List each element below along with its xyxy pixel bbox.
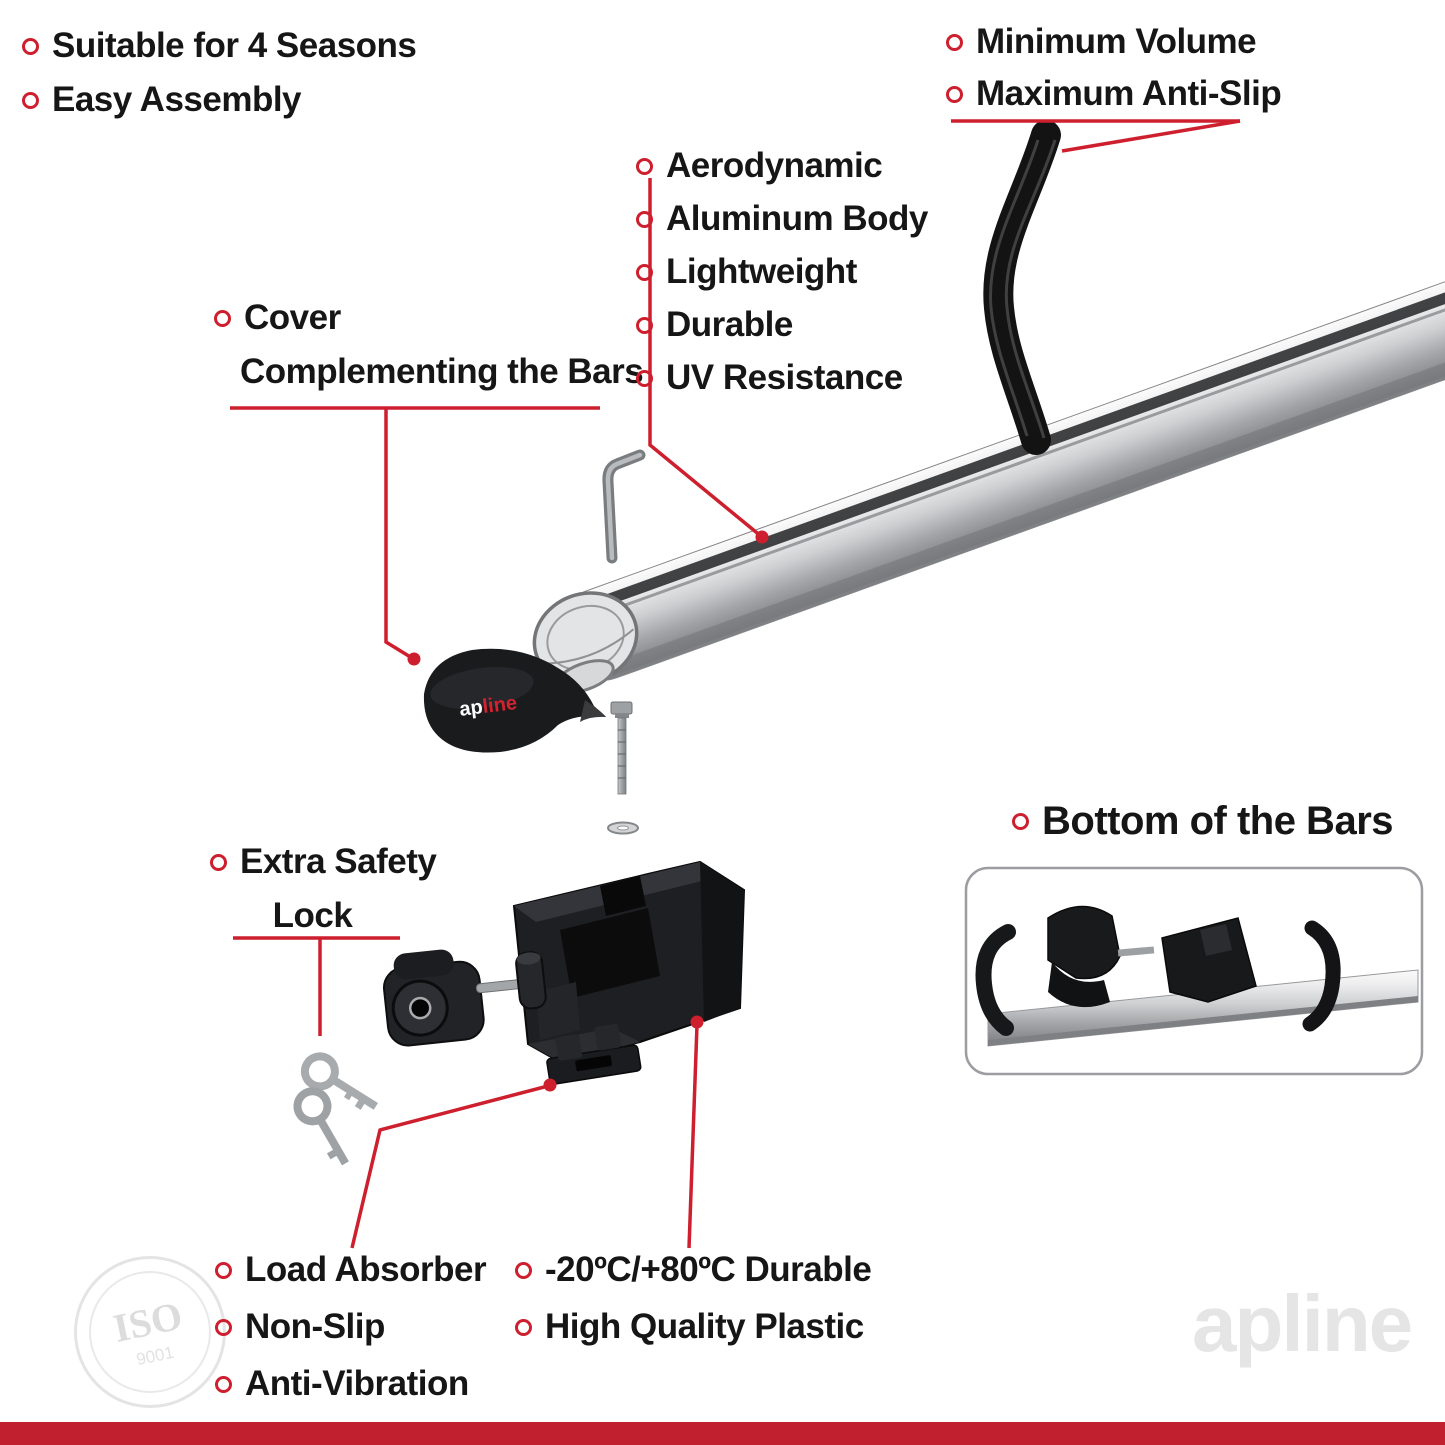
iso-stamp-inner: ISO 9001 bbox=[77, 1259, 223, 1405]
label-cover-text: Cover bbox=[244, 298, 341, 337]
label-cover: Cover bbox=[214, 298, 341, 338]
bullet-icon bbox=[636, 157, 653, 175]
brand-watermark: apline bbox=[1192, 1279, 1413, 1368]
label-plastic: High Quality Plastic bbox=[515, 1307, 864, 1347]
label-cover-line2: Complementing the Bars bbox=[240, 352, 644, 391]
label-load-absorber: Load Absorber bbox=[215, 1250, 487, 1290]
bullet-icon bbox=[636, 316, 653, 334]
bullet-icon bbox=[22, 37, 39, 55]
label-nonslip-text: Non-Slip bbox=[245, 1307, 385, 1346]
keyhole bbox=[408, 996, 432, 1020]
label-feature-text: UV Resistance bbox=[666, 358, 903, 397]
iso-label: ISO bbox=[109, 1292, 187, 1351]
label-max-antislip: Maximum Anti-Slip bbox=[946, 74, 1282, 114]
washer bbox=[607, 821, 639, 835]
bullet-icon bbox=[946, 33, 963, 51]
label-feature-text: Durable bbox=[666, 305, 793, 344]
cover-logo-ap: ap bbox=[458, 696, 484, 721]
cover-cap: apline bbox=[423, 648, 606, 753]
label-easy-assembly: Easy Assembly bbox=[22, 80, 302, 120]
callout-temp-pointer bbox=[687, 1024, 699, 1249]
callout-cover-stem bbox=[384, 408, 413, 660]
label-feature-text: Lightweight bbox=[666, 252, 857, 291]
label-load-absorber-text: Load Absorber bbox=[245, 1250, 487, 1289]
safety-lock bbox=[382, 949, 547, 1047]
label-feature-text: Aerodynamic bbox=[666, 146, 883, 185]
bar-rubber-channel bbox=[586, 258, 1445, 611]
bullet-icon bbox=[946, 85, 963, 103]
label-antivibration-text: Anti-Vibration bbox=[245, 1364, 469, 1403]
label-min-volume-text: Minimum Volume bbox=[976, 22, 1257, 61]
keys bbox=[293, 1052, 378, 1166]
bottom-bars-inset bbox=[964, 866, 1424, 1076]
label-feature-text: Aluminum Body bbox=[666, 199, 928, 238]
label-feature-uv: UV Resistance bbox=[636, 358, 903, 398]
callout-load-pointer bbox=[350, 1084, 549, 1249]
label-easy-assembly-text: Easy Assembly bbox=[52, 80, 302, 119]
label-nonslip: Non-Slip bbox=[215, 1307, 385, 1347]
rubber-strip bbox=[983, 120, 1061, 455]
label-feature-durable: Durable bbox=[636, 305, 793, 345]
label-antivibration: Anti-Vibration bbox=[215, 1364, 469, 1404]
bullet-icon bbox=[636, 369, 653, 387]
label-suitable: Suitable for 4 Seasons bbox=[22, 26, 417, 66]
label-temperature-text: -20ºC/+80ºC Durable bbox=[545, 1250, 872, 1289]
bullet-icon bbox=[515, 1261, 532, 1279]
bullet-icon bbox=[1012, 812, 1029, 830]
bullet-icon bbox=[636, 210, 653, 228]
bullet-icon bbox=[515, 1318, 532, 1336]
bolt bbox=[610, 701, 633, 795]
bullet-icon bbox=[22, 91, 39, 109]
bullet-icon bbox=[214, 309, 231, 327]
roof-bar bbox=[532, 258, 1445, 694]
footer-red-bar bbox=[0, 1422, 1445, 1445]
cover-logo: apline bbox=[458, 692, 518, 721]
load-absorber bbox=[546, 1023, 642, 1085]
callout-antislip-pointer bbox=[1061, 119, 1241, 153]
callout-dots bbox=[407, 530, 769, 1092]
label-min-volume: Minimum Volume bbox=[946, 22, 1257, 62]
label-extra-safety-text: Extra Safety bbox=[240, 842, 437, 881]
label-extra-safety: Extra Safety bbox=[210, 842, 437, 882]
bullet-icon bbox=[636, 263, 653, 281]
label-temperature: -20ºC/+80ºC Durable bbox=[515, 1250, 872, 1290]
label-feature-aluminum: Aluminum Body bbox=[636, 199, 928, 239]
label-lock: Lock bbox=[272, 896, 353, 935]
cover-logo-line: line bbox=[481, 692, 518, 718]
label-feature-aerodynamic: Aerodynamic bbox=[636, 146, 883, 186]
bullet-icon bbox=[210, 853, 227, 871]
label-suitable-text: Suitable for 4 Seasons bbox=[52, 26, 417, 65]
label-plastic-text: High Quality Plastic bbox=[545, 1307, 864, 1346]
label-bottom-bars: Bottom of the Bars bbox=[1012, 798, 1394, 844]
bullet-icon bbox=[215, 1318, 232, 1336]
label-bottom-bars-text: Bottom of the Bars bbox=[1042, 799, 1394, 843]
bullet-icon bbox=[215, 1261, 232, 1279]
label-max-antislip-text: Maximum Anti-Slip bbox=[976, 74, 1282, 113]
allen-key bbox=[602, 449, 646, 564]
label-feature-lightweight: Lightweight bbox=[636, 252, 857, 292]
bullet-icon bbox=[215, 1375, 232, 1393]
foot-clamp bbox=[512, 860, 746, 1064]
